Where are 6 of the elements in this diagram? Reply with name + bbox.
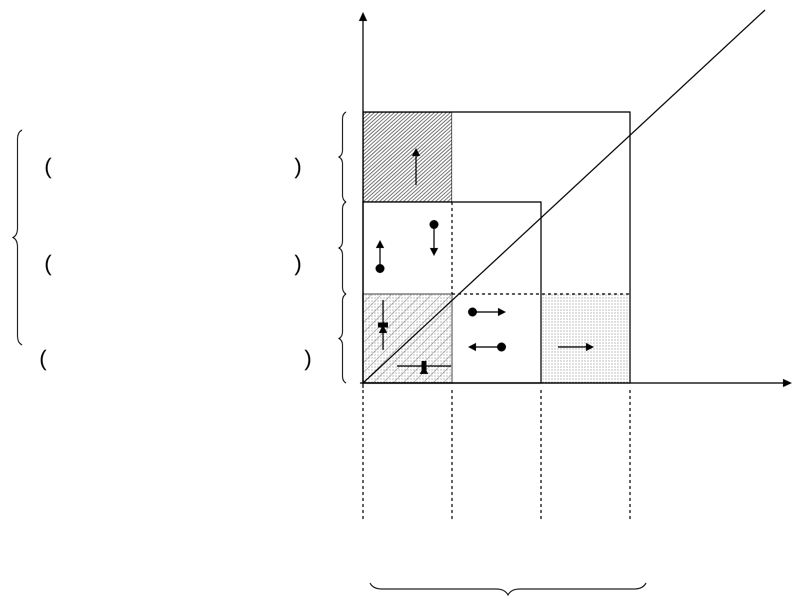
parenthesis: ) [294, 158, 300, 178]
parenthesis: ( [46, 254, 52, 276]
parenthesis: ) [294, 254, 300, 276]
parenthesis: ( [46, 158, 52, 178]
parenthesis: ) [304, 350, 310, 370]
parenthesis: ( [40, 350, 47, 370]
